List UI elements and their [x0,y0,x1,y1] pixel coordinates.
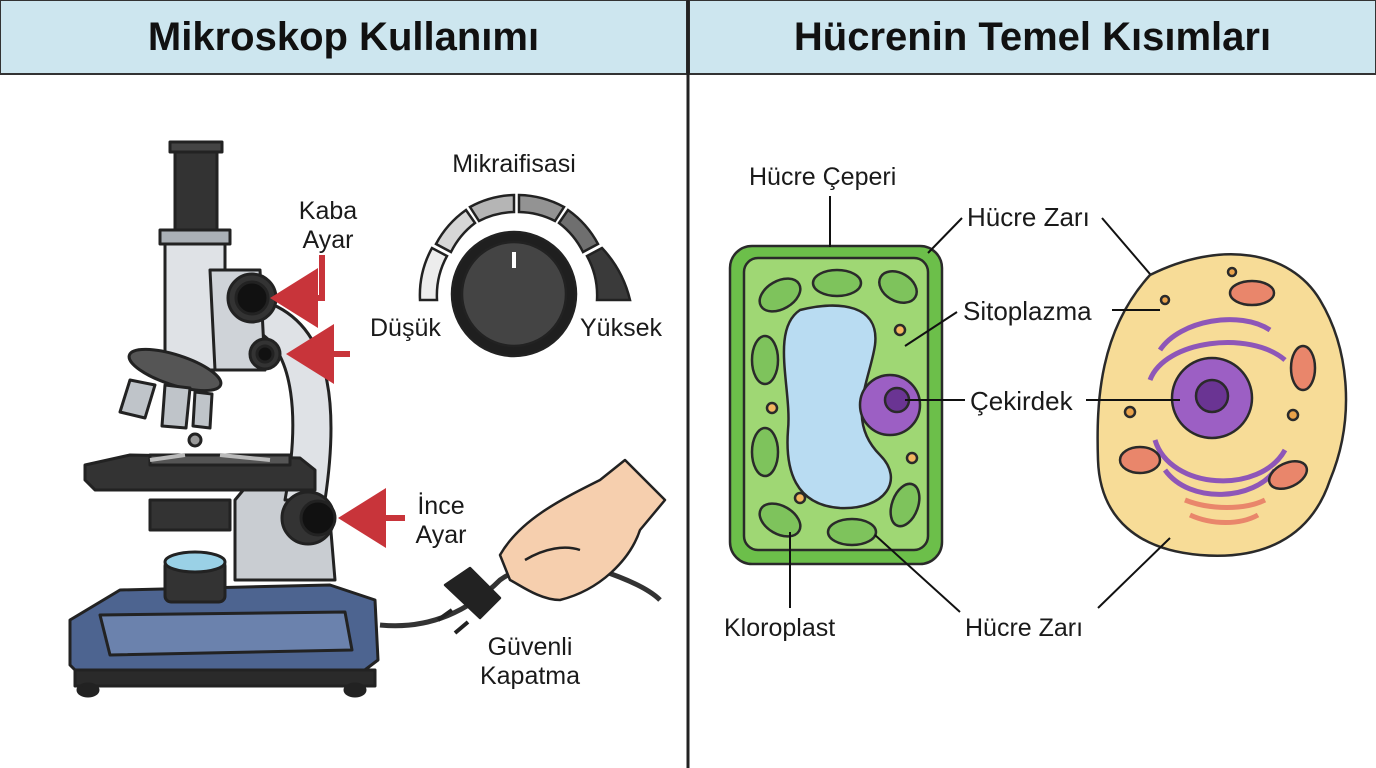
dial-title-label: Mikraifisasi [452,150,576,178]
hand-plug-illustration [379,458,667,635]
cell-membrane-bottom-label: Hücre Zarı [965,614,1084,642]
left-panel-title: Mikroskop Kullanımı [147,15,540,59]
fine-adjust-label-line1: İnce [417,492,465,520]
coarse-adjust-label-line2: Ayar [302,226,354,254]
chloroplast-label: Kloroplast [724,614,836,642]
plant-cell-illustration [728,244,944,566]
cell-wall-label: Hücre Çeperi [749,163,897,191]
dial-high-label: Yüksek [580,314,662,342]
coarse-adjust-label: Kaba Ayar [292,197,364,255]
fine-adjust-label: İnce Ayar [405,492,477,550]
safe-shutdown-label: Güvenli Kapatma [462,633,598,691]
microscope-illustration [68,140,380,698]
cytoplasm-label: Sitoplazma [963,296,1092,326]
nucleus-label: Çekirdek [970,386,1073,416]
cell-membrane-top-label: Hücre Zarı [967,202,1090,232]
safe-shutdown-label-line1: Güvenli [487,633,573,661]
coarse-adjust-label-line1: Kaba [298,197,358,225]
coarse-adjust-arrow [270,255,325,328]
right-header-bar [688,0,1376,75]
safe-shutdown-label-line2: Kapatma [479,662,581,690]
right-panel-title: Hücrenin Temel Kısımları [793,15,1272,59]
magnification-dial [418,193,632,358]
label-leader-lines [789,196,1180,613]
dial-low-label: Düşük [370,314,441,342]
animal-cell-illustration [1096,253,1348,557]
fine-adjust-label-line2: Ayar [415,521,467,549]
